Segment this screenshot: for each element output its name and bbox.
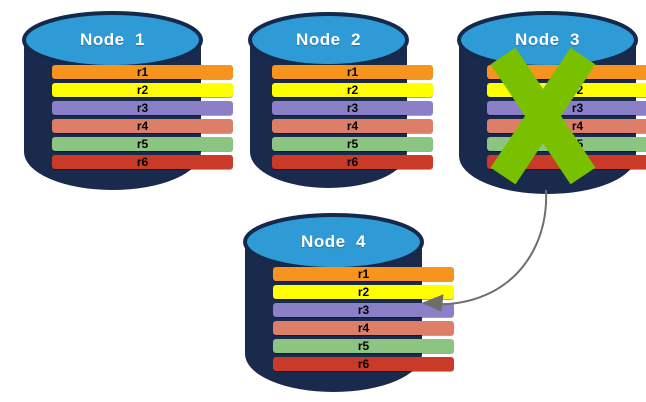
row-item[interactable]: r6 [52,155,233,169]
row-item[interactable]: r6 [272,155,433,169]
row-list-node1: r1 r2 r3 r4 r5 r6 [22,65,263,169]
row-item[interactable]: r3 [273,303,454,317]
row-item[interactable]: r4 [487,119,646,133]
row-item[interactable]: r2 [487,83,646,97]
row-item[interactable]: r2 [273,285,454,299]
row-item[interactable]: r2 [52,83,233,97]
row-item[interactable]: r4 [272,119,433,133]
row-item[interactable]: r1 [273,267,454,281]
node-cylinder-node1[interactable]: Node 1 r1 r2 r3 r4 r5 r6 [22,10,233,190]
row-item[interactable]: r4 [273,321,454,335]
node-cylinder-node2[interactable]: Node 2 r1 r2 r3 r4 r5 r6 [248,10,433,188]
row-item[interactable]: r4 [52,119,233,133]
node-title-node2: Node 2 [296,30,361,49]
node-title-node1: Node 1 [80,30,145,49]
row-item[interactable]: r5 [273,339,454,353]
row-list-node3: r1 r2 r3 r4 r5 r6 [457,65,646,169]
row-item[interactable]: r1 [487,65,646,79]
row-item[interactable]: r5 [487,137,646,151]
row-list-node4: r1 r2 r3 r4 r5 r6 [243,267,484,371]
row-item[interactable]: r6 [273,357,454,371]
row-item[interactable]: r1 [52,65,233,79]
node-title-node3: Node 3 [515,30,580,49]
row-item[interactable]: r5 [52,137,233,151]
row-list-node2: r1 r2 r3 r4 r5 r6 [248,65,457,169]
node-cylinder-node4[interactable]: Node 4 r1 r2 r3 r4 r5 r6 [243,212,454,392]
row-item[interactable]: r6 [487,155,646,169]
row-item[interactable]: r5 [272,137,433,151]
row-item[interactable]: r3 [487,101,646,115]
row-item[interactable]: r1 [272,65,433,79]
row-item[interactable]: r2 [272,83,433,97]
row-item[interactable]: r3 [52,101,233,115]
row-item[interactable]: r3 [272,101,433,115]
node-cylinder-node3[interactable]: Node 3 r1 r2 r3 r4 r5 r6 [457,10,646,194]
node-title-node4: Node 4 [301,232,366,251]
